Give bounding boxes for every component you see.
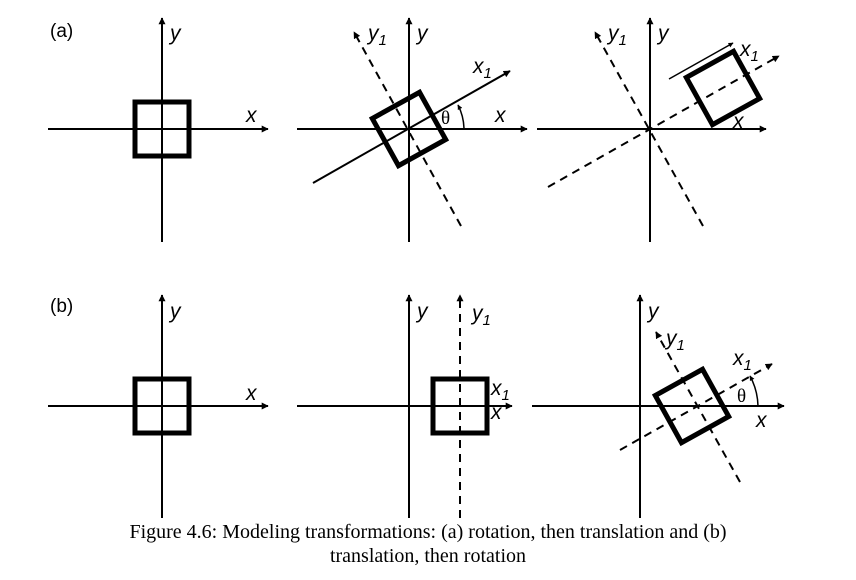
y-label: y xyxy=(656,22,670,45)
panel-b1: x y xyxy=(48,294,269,518)
x-label: x xyxy=(494,104,507,127)
y1-sub: 1 xyxy=(619,32,627,49)
x1-sub: 1 xyxy=(744,357,752,374)
x1-base: x xyxy=(732,347,745,370)
x-label: x xyxy=(732,110,745,133)
x1-label: x1 xyxy=(490,377,510,404)
y1-sub: 1 xyxy=(483,312,491,329)
x1-base: x xyxy=(739,38,752,61)
panel-a2: θ x y x1 y1 xyxy=(297,17,528,242)
panel-a1: x y xyxy=(48,17,269,242)
square xyxy=(132,99,192,159)
panel-label-a: (a) xyxy=(50,21,73,42)
theta-label: θ xyxy=(441,108,450,129)
y1-axis xyxy=(594,31,704,227)
y-label: y xyxy=(168,300,182,323)
y-label: y xyxy=(168,22,182,45)
y1-sub: 1 xyxy=(677,337,685,354)
x1-sub: 1 xyxy=(502,387,510,404)
x1-base: x xyxy=(490,377,503,400)
y1-axis xyxy=(353,31,462,227)
y1-label: y1 xyxy=(664,327,685,354)
x-label: x xyxy=(245,104,258,127)
y-label: y xyxy=(415,300,429,323)
x1-sub: 1 xyxy=(751,48,759,65)
panel-label-b: (b) xyxy=(50,296,73,317)
x-label: x xyxy=(755,409,768,432)
theta-arc xyxy=(457,104,465,130)
theta-arc xyxy=(749,375,759,407)
theta-label: θ xyxy=(737,386,746,407)
y1-label: y1 xyxy=(606,22,627,49)
x1-label: x1 xyxy=(739,38,759,65)
translation-arrow xyxy=(668,42,734,80)
y-label: y xyxy=(415,22,429,45)
x1-label: x1 xyxy=(472,55,492,82)
figure-caption: Figure 4.6: Modeling transformations: (a… xyxy=(0,520,856,568)
x1-axis xyxy=(619,363,773,451)
x1-sub: 1 xyxy=(484,65,492,82)
panel-b2: x x1 y y1 xyxy=(297,294,513,518)
translated-rotated-square xyxy=(651,365,733,447)
y-label: y xyxy=(646,300,660,323)
panel-a3: x y x1 y1 xyxy=(537,17,780,242)
y1-axis xyxy=(655,331,741,483)
caption-line-1: Figure 4.6: Modeling transformations: (a… xyxy=(129,521,727,543)
x1-axis xyxy=(312,70,511,184)
rotated-translated-square xyxy=(682,47,764,129)
y1-label: y1 xyxy=(366,22,387,49)
y1-base: y xyxy=(470,302,484,325)
y1-base: y xyxy=(664,327,678,350)
y1-label: y1 xyxy=(470,302,491,329)
x1-axis xyxy=(547,55,780,188)
panel-b3: θ x y x1 y1 xyxy=(532,294,785,518)
translated-square xyxy=(430,376,490,436)
x1-label: x1 xyxy=(732,347,752,374)
x-label: x xyxy=(490,401,503,424)
x-label: x xyxy=(245,382,258,405)
y1-sub: 1 xyxy=(379,32,387,49)
y1-base: y xyxy=(366,22,380,45)
caption-line-2: translation, then rotation xyxy=(329,545,527,567)
rotated-square xyxy=(368,88,450,170)
square xyxy=(132,376,192,436)
x1-base: x xyxy=(472,55,485,78)
y1-base: y xyxy=(606,22,620,45)
